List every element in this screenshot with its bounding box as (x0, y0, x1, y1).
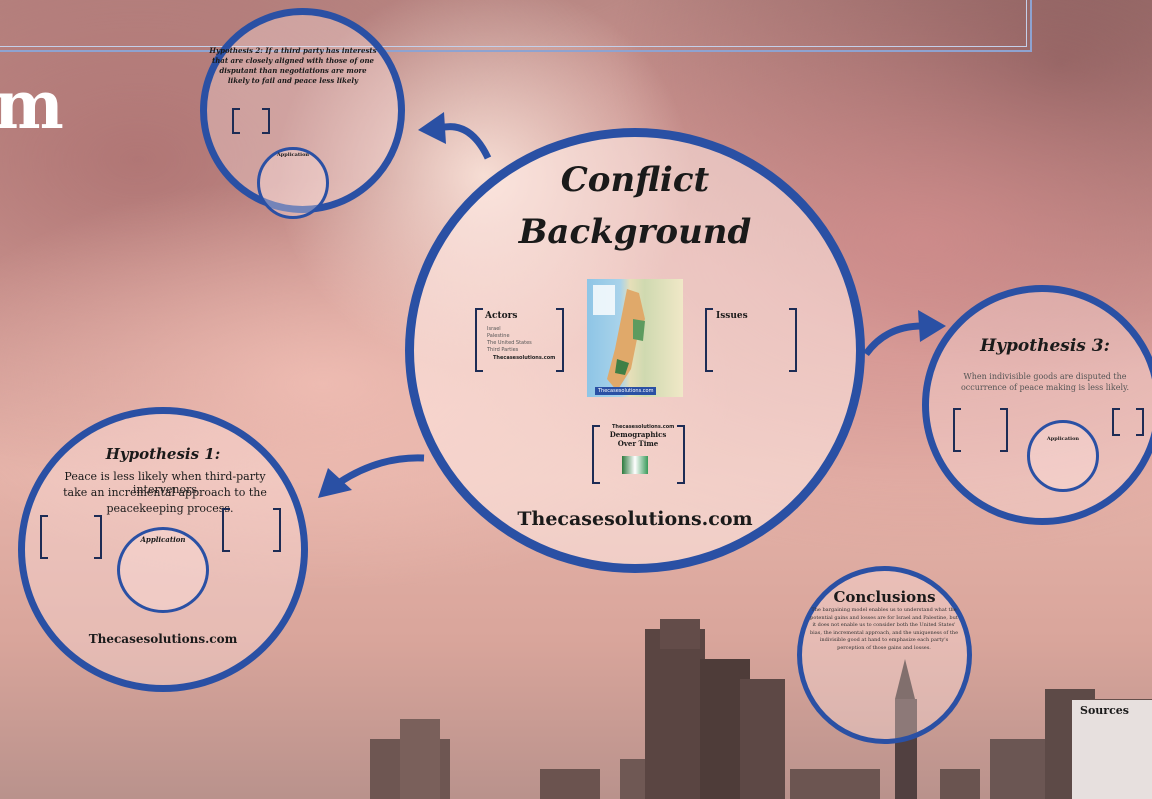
actors-bracket-right (556, 308, 564, 372)
actors-caption: Thecasesolutions.com (493, 355, 556, 361)
hypothesis-3-bracket-left (953, 408, 961, 452)
frame-outline (0, 0, 1032, 52)
hypothesis-1-bracket-right (94, 515, 102, 559)
demographics-bracket-right (677, 425, 685, 484)
hypothesis-3-application-label: Application (1046, 436, 1080, 442)
actors-bracket-left (475, 308, 483, 372)
hypothesis-2-application-circle[interactable] (257, 147, 329, 219)
actors-item-1: Israel (487, 326, 501, 332)
sources-panel[interactable]: Sources (1072, 700, 1152, 799)
hypothesis-1-line1: Peace is less likely when third-party in… (64, 470, 266, 496)
hypothesis-3-text: When indivisible goods are disputed the … (960, 372, 1129, 392)
hypothesis-2-text: Hypothesis 2: If a third party has inter… (209, 46, 377, 85)
hypothesis-1-bracket-left (40, 515, 48, 559)
hypothesis-1-line3: peacekeeping process. (106, 502, 234, 515)
demographics-small-caption: Thecasesolutions.com (612, 424, 675, 430)
hypothesis-3-bracket-left-2 (1112, 408, 1120, 436)
map-territory-shape (593, 285, 645, 391)
demographics-bracket-left (592, 425, 600, 484)
conflict-title-line1: Conflict (560, 160, 710, 200)
conclusions-text: The bargaining model enables us to under… (809, 607, 959, 651)
conflict-site-label: Thecasesolutions.com (517, 508, 753, 530)
hypothesis-3-bracket-right (1000, 408, 1008, 452)
arrow-to-hypothesis-3 (863, 310, 946, 357)
demographics-thumbnail[interactable] (622, 456, 648, 474)
hypothesis-1-bracket-right-2 (273, 508, 281, 552)
map-caption: Thecasesolutions.com (595, 387, 657, 395)
hypothesis-1-bracket-left-2 (222, 508, 230, 552)
hypothesis-1-application-label: Application (140, 535, 186, 544)
conclusions-title: Conclusions (833, 588, 936, 606)
actors-item-4: Third Parties (487, 347, 519, 353)
conclusions-circle[interactable] (797, 566, 972, 744)
map-image[interactable]: Thecasesolutions.com (587, 279, 683, 397)
actors-item-3: The United States (487, 340, 532, 346)
arrow-to-hypothesis-1 (318, 454, 425, 498)
hypothesis-2-bracket-left (232, 108, 240, 134)
issues-bracket-left (705, 308, 713, 372)
hypothesis-1-site-label: Thecasesolutions.com (88, 632, 238, 646)
actors-label: Actors (485, 311, 518, 321)
issues-bracket-right (789, 308, 797, 372)
hypothesis-1-application-circle[interactable] (117, 527, 209, 613)
hypothesis-1-title: Hypothesis 1: (105, 445, 221, 463)
background-title-fragment: m (0, 66, 64, 144)
frame-outline-inner (0, 0, 1027, 47)
issues-label: Issues (716, 311, 748, 321)
demographics-label: Demographics Over Time (609, 430, 667, 448)
hypothesis-3-title: Hypothesis 3: (980, 336, 1110, 356)
hypothesis-3-circle[interactable] (922, 285, 1152, 525)
hypothesis-3-application-circle[interactable] (1027, 420, 1099, 492)
hypothesis-3-bracket-right-2 (1136, 408, 1144, 436)
hypothesis-1-line2: take an incremental approach to the (63, 486, 267, 499)
hypothesis-2-bracket-right (262, 108, 270, 134)
sources-title: Sources (1080, 704, 1129, 717)
actors-item-2: Palestine (487, 333, 510, 339)
conflict-title-line2: Background (518, 212, 752, 252)
hypothesis-2-circle[interactable] (200, 8, 405, 213)
arrow-to-hypothesis-2 (418, 112, 492, 160)
hypothesis-2-application-label: Application (276, 152, 310, 158)
